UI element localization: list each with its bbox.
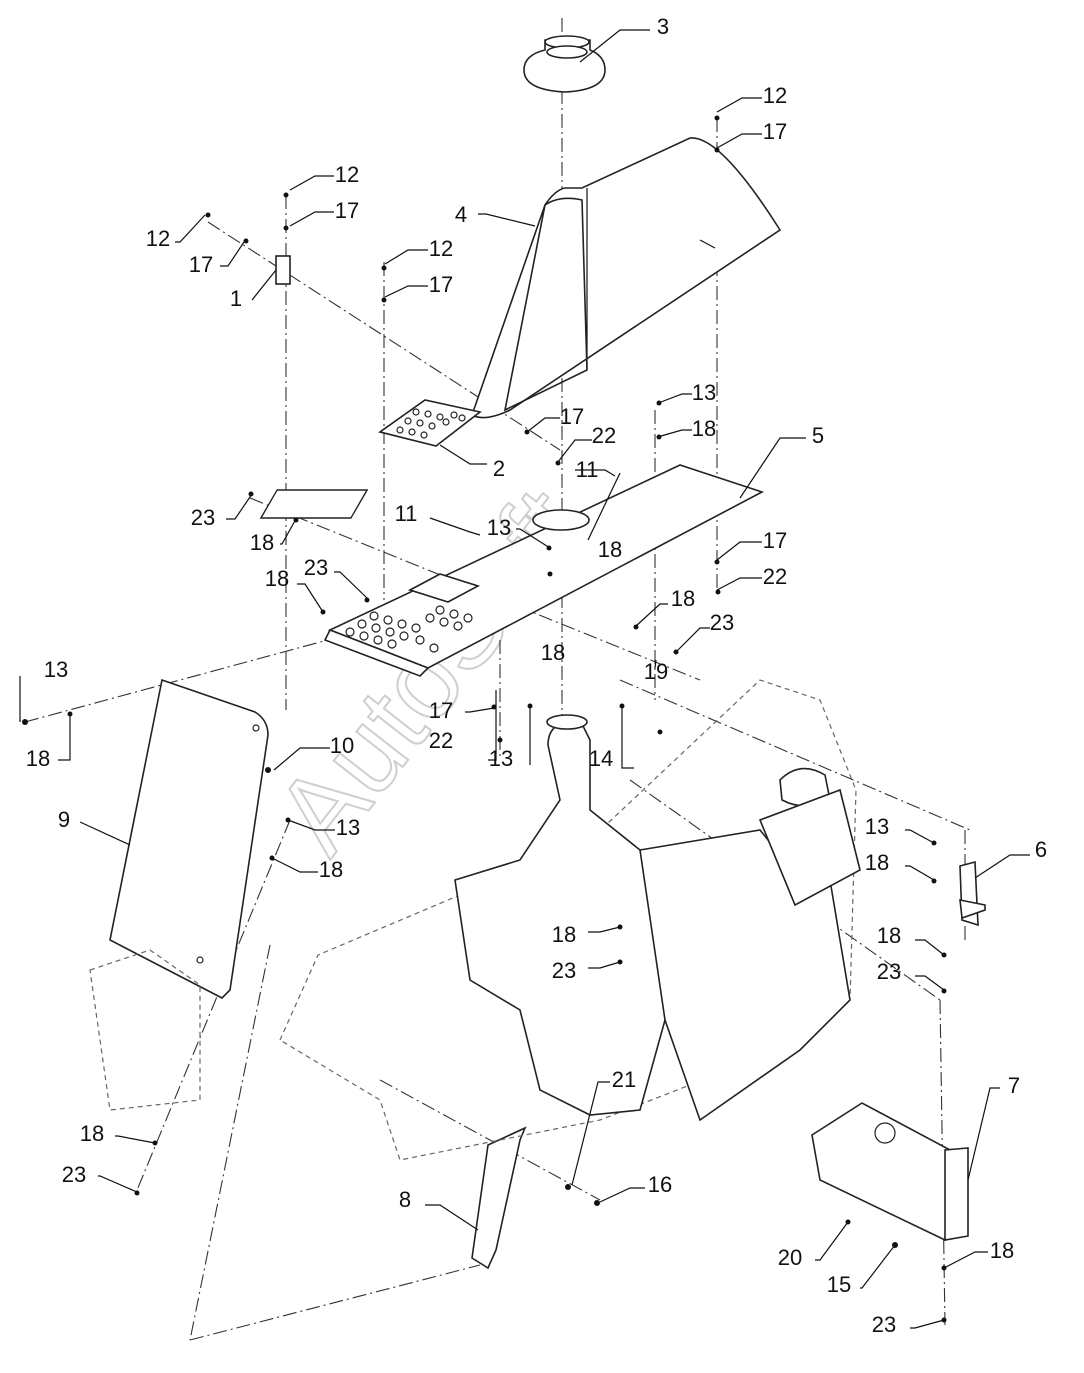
callout-c12c: 12 (146, 226, 170, 251)
callout-c11b: 11 (395, 501, 418, 526)
callout-c23b: 23 (304, 555, 328, 580)
callout-c19: 19 (644, 659, 668, 684)
callout-c18j: 18 (552, 922, 576, 947)
callout-c18f: 18 (541, 640, 565, 665)
callout-c23f: 23 (62, 1162, 86, 1187)
callout-c17d: 17 (429, 272, 453, 297)
callout-c20: 20 (778, 1245, 802, 1270)
callout-c17f: 17 (763, 528, 787, 553)
callout-c13e: 13 (336, 815, 360, 840)
callout-c18h: 18 (319, 857, 343, 882)
callout-c12a: 12 (763, 83, 787, 108)
part-6-bracket (959, 860, 986, 927)
callout-c17e: 17 (560, 404, 584, 429)
part-5-floor-plate (259, 464, 765, 677)
callout-c18l: 18 (80, 1121, 104, 1146)
callout-c4: 4 (455, 202, 467, 227)
part-1-bracket (275, 255, 291, 285)
callout-c16: 16 (648, 1172, 672, 1197)
callout-c17a: 17 (763, 119, 787, 144)
callout-c23c: 23 (710, 610, 734, 635)
frame-assembly (89, 679, 861, 1161)
callout-c22c: 22 (429, 728, 453, 753)
part-9-side-panel (109, 678, 269, 999)
callout-c13d: 13 (489, 746, 513, 771)
callout-c18e: 18 (671, 586, 695, 611)
callout-c13f: 13 (865, 814, 889, 839)
callout-c23a: 23 (191, 505, 215, 530)
callout-c1: 1 (230, 286, 242, 311)
callout-c18c: 18 (598, 537, 622, 562)
part-8-bracket (471, 1126, 527, 1270)
callout-c22b: 22 (763, 564, 787, 589)
callout-c13a: 13 (692, 380, 716, 405)
callout-c8: 8 (399, 1187, 411, 1212)
callout-c13c: 13 (44, 657, 68, 682)
callout-c17g: 17 (429, 698, 453, 723)
callout-c18b: 18 (250, 530, 274, 555)
callout-c18a: 18 (692, 416, 716, 441)
part-7-bracket (811, 1102, 969, 1242)
callout-c18k: 18 (877, 923, 901, 948)
callout-c18g: 18 (26, 746, 50, 771)
leader-lines (19, 29, 1030, 1329)
callout-c17b: 17 (335, 198, 359, 223)
callout-c10: 10 (330, 733, 354, 758)
callout-c15: 15 (827, 1272, 851, 1297)
callout-c7: 7 (1008, 1073, 1020, 1098)
callout-c9: 9 (58, 807, 70, 832)
callout-c2: 2 (493, 456, 505, 481)
callout-c22a: 22 (592, 423, 616, 448)
callout-c23d: 23 (552, 958, 576, 983)
callout-c18m: 18 (990, 1238, 1014, 1263)
callout-c23e: 23 (877, 959, 901, 984)
callout-c11a: 11 (576, 457, 599, 482)
callout-c18i: 18 (865, 850, 889, 875)
callout-c3: 3 (657, 14, 669, 39)
callout-c23g: 23 (872, 1312, 896, 1337)
part-3-cap (523, 35, 606, 93)
callout-c18d: 18 (265, 566, 289, 591)
callout-c12b: 12 (335, 162, 359, 187)
callout-c12d: 12 (429, 236, 453, 261)
callout-c17c: 17 (189, 252, 213, 277)
callout-c14: 14 (589, 746, 613, 771)
callout-c21: 21 (612, 1067, 636, 1092)
part-4-panel (471, 137, 782, 419)
callout-c13b: 13 (487, 515, 511, 540)
part-2-plate (378, 399, 482, 447)
callout-c5: 5 (812, 423, 824, 448)
callout-c6: 6 (1035, 837, 1047, 862)
